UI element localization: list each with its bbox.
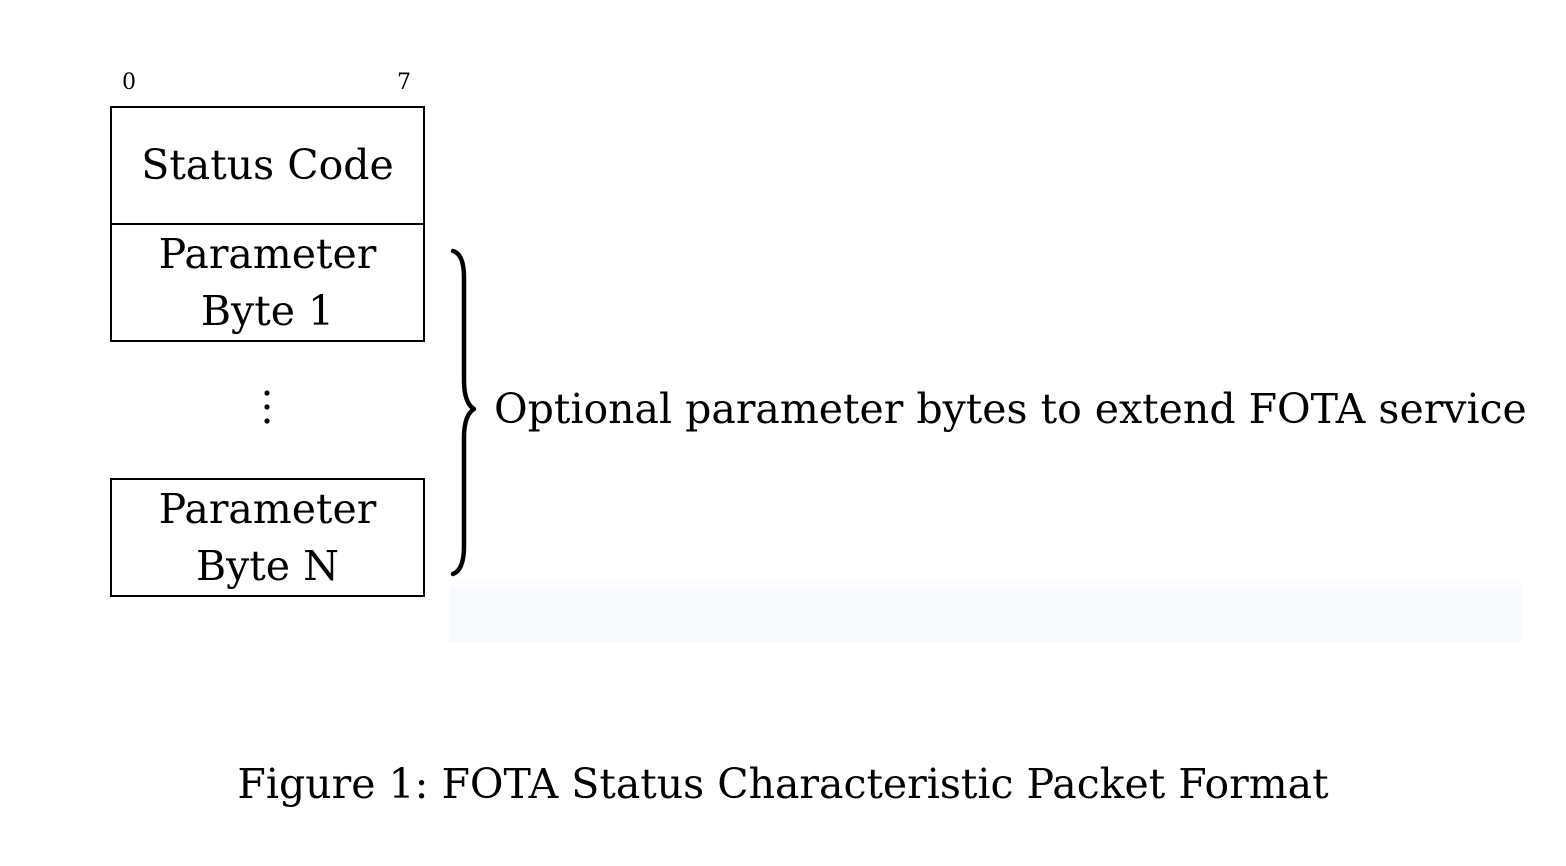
parameter-byte-n-label-line2: Byte N xyxy=(196,541,339,590)
bit-index-start-label: 0 xyxy=(122,70,136,95)
vertical-ellipsis xyxy=(264,390,270,424)
status-code-field: Status Code xyxy=(110,106,425,225)
right-curly-brace xyxy=(450,248,477,577)
parameter-byte-n-label-line1: Parameter xyxy=(158,484,377,533)
optional-bytes-annotation: Optional parameter bytes to extend FOTA … xyxy=(494,385,1527,433)
background-shade xyxy=(449,290,1521,642)
parameter-byte-n-field: Parameter Byte N xyxy=(110,478,425,597)
bit-index-end-label: 7 xyxy=(397,70,411,95)
parameter-byte-1-label-line1: Parameter xyxy=(158,229,377,278)
parameter-byte-1-label-line2: Byte 1 xyxy=(200,286,335,335)
parameter-byte-1-field: Parameter Byte 1 xyxy=(110,223,425,342)
status-code-label: Status Code xyxy=(141,141,394,189)
figure-caption: Figure 1: FOTA Status Characteristic Pac… xyxy=(237,760,1329,808)
